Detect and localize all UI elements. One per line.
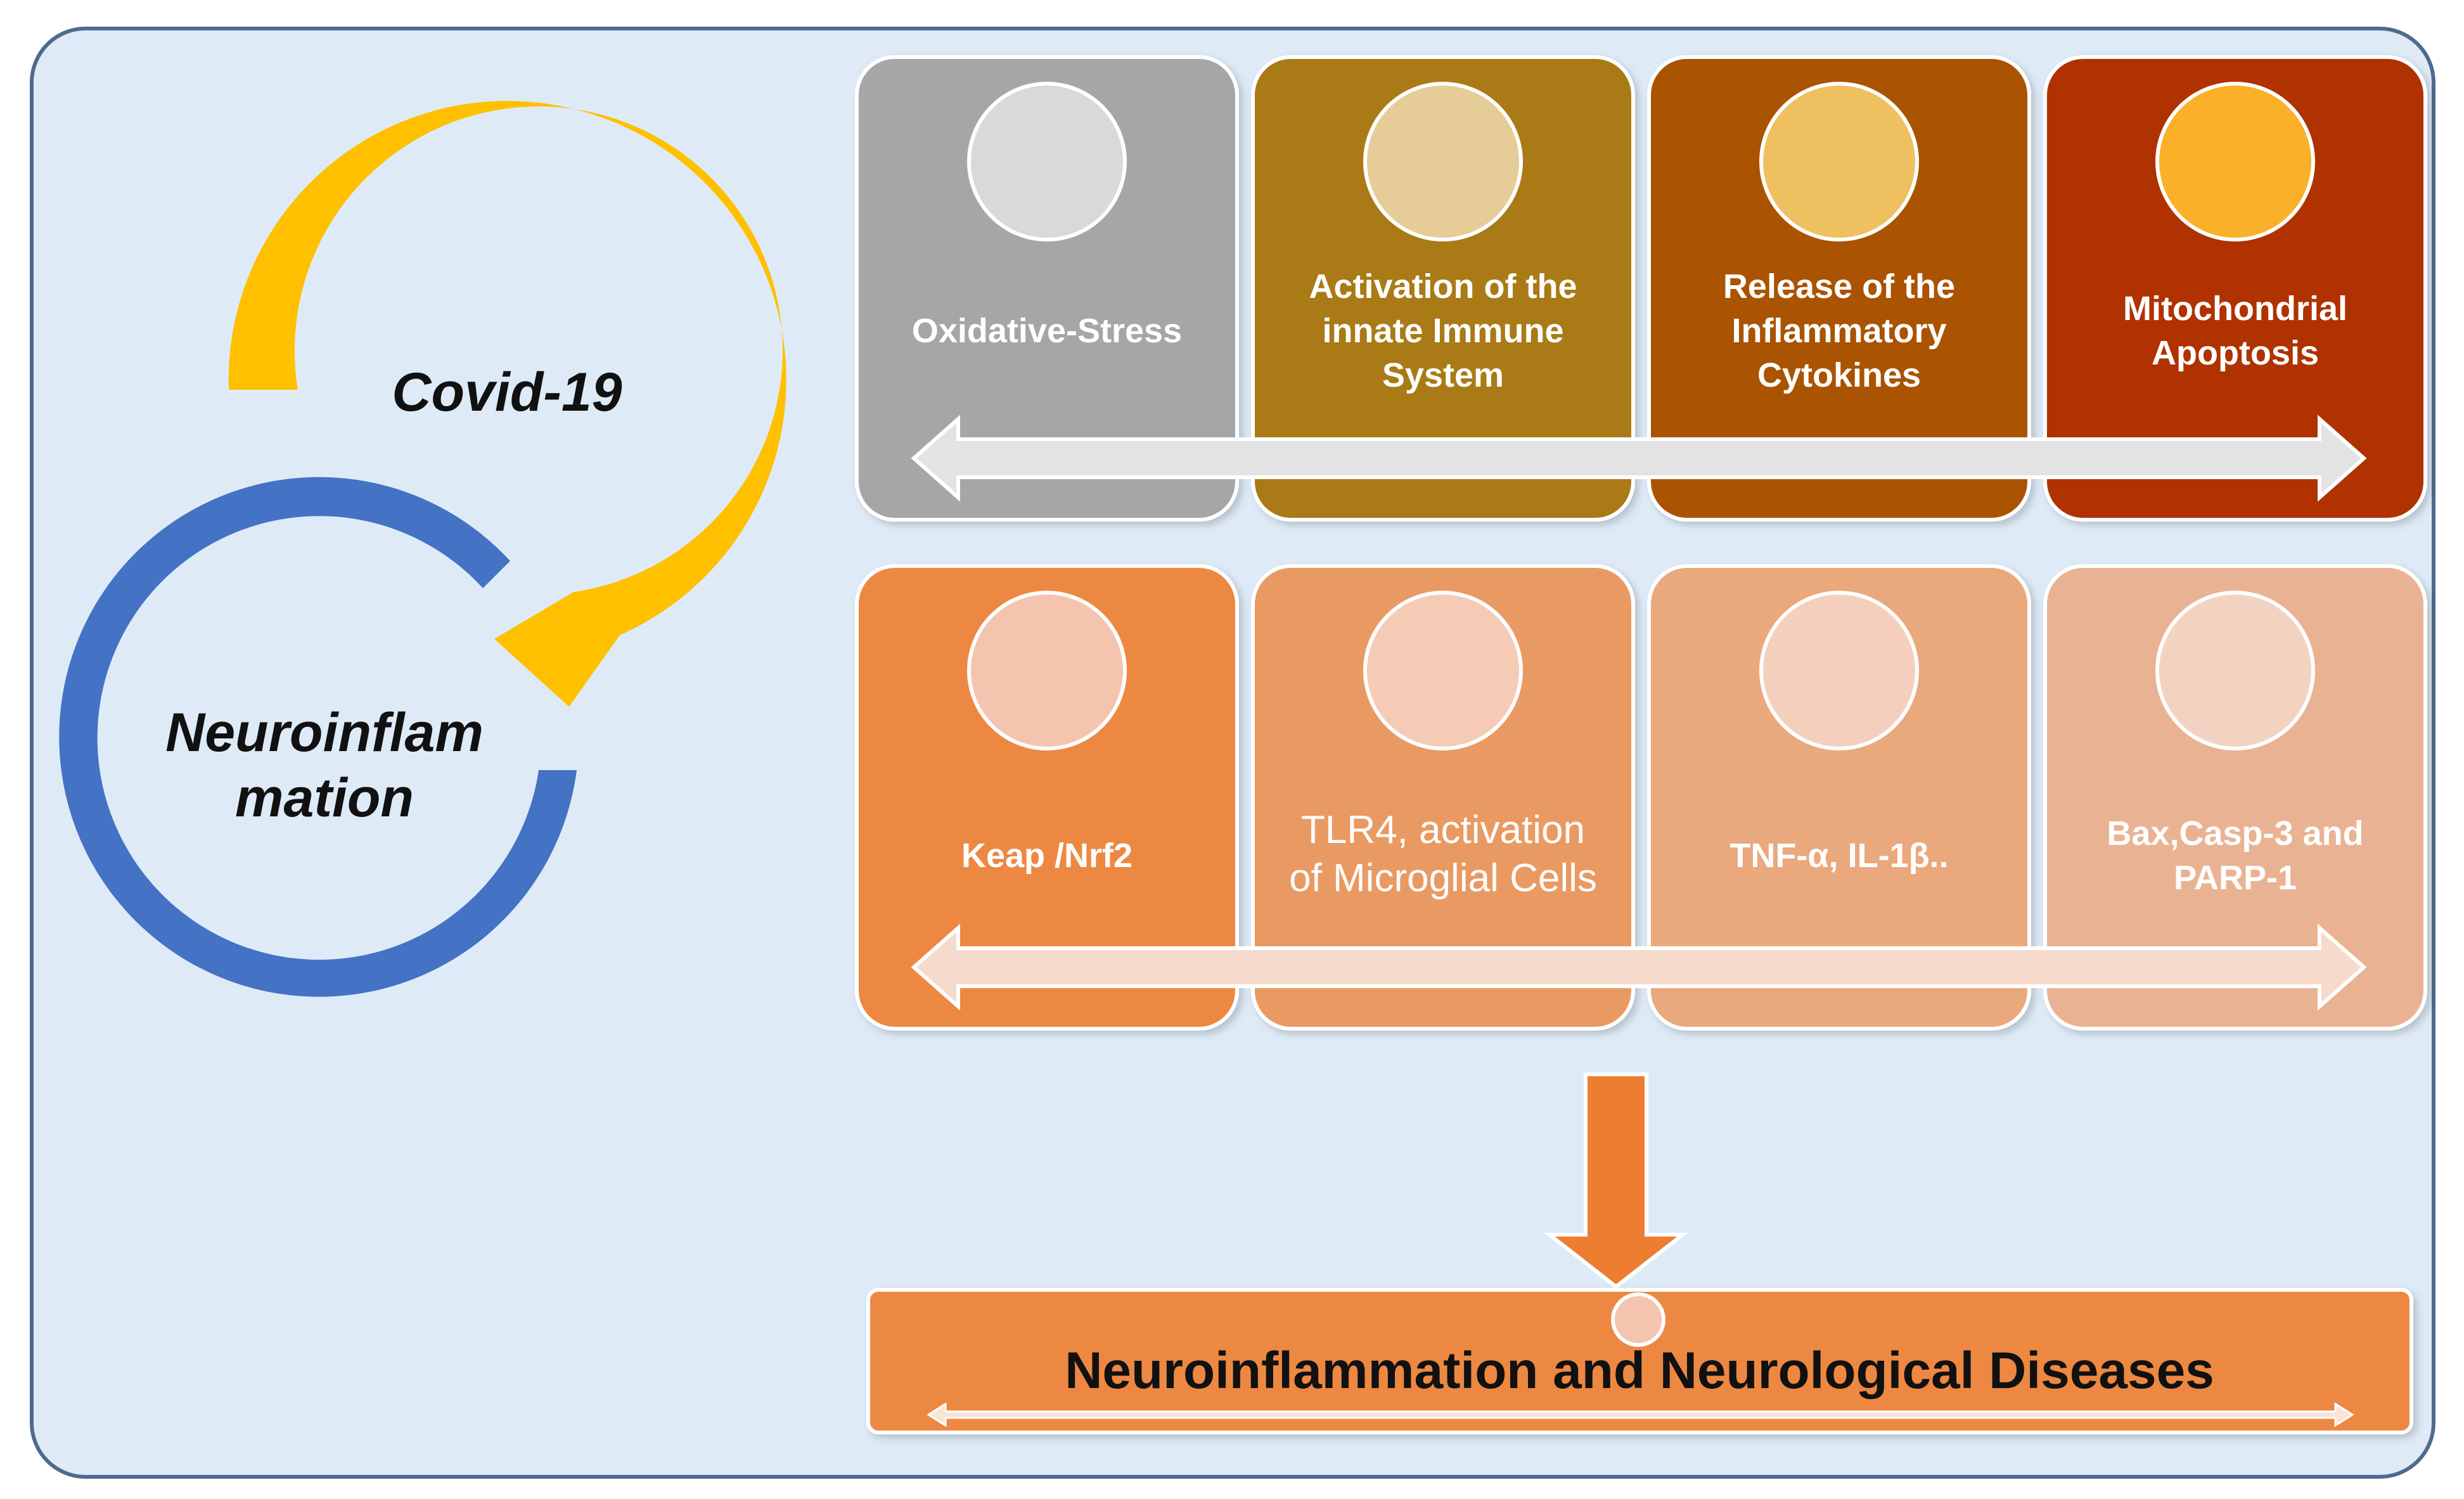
neuroinflammation-label-line-1: Neuroinflam <box>165 702 484 763</box>
bottom-row-card-2-label-line-2: of Microglial Cells <box>1289 856 1597 900</box>
top-row-card-1: Oxidative-Stress <box>855 55 1239 522</box>
bottom-row-card-1-label-line-1: Keap /Nrf2 <box>961 837 1133 875</box>
top-row-card-2-label-line-3: System <box>1382 356 1504 394</box>
top-row-card-1-background <box>855 55 1239 522</box>
top-row-card-3-label-line-3: Cytokines <box>1757 356 1921 394</box>
bottom-row-card-1-circle <box>967 591 1127 750</box>
bottom-row-card-2-background <box>1251 564 1635 1031</box>
bottom-row-card-4-background <box>2043 564 2427 1031</box>
bottom-row-card-4-label-line-2: PARP-1 <box>2174 859 2297 897</box>
bottom-row-card-3: TNF-α, IL-1β.. <box>1647 564 2031 1031</box>
top-row-card-4-label-line-2: Apoptosis <box>2152 334 2319 372</box>
outcome-rect <box>866 1288 2413 1434</box>
outcome-box: Neuroinflammation and Neurological Disea… <box>866 1288 2413 1434</box>
top-row-card-1-label-line-1: Oxidative-Stress <box>912 312 1182 350</box>
top-row-card-4-background <box>2043 55 2427 522</box>
top-row-card-2-background <box>1251 55 1635 522</box>
bottom-row-card-3-background <box>1647 564 2031 1031</box>
top-row-card-3-label-line-1: Release of the <box>1723 267 1955 306</box>
top-row-card-4-label-line-1: Mitochondrial <box>2123 290 2347 328</box>
bottom-row-card-3-label-line-1: TNF-α, IL-1β.. <box>1729 837 1948 875</box>
top-row-card-2-label-line-1: Activation of the <box>1309 267 1577 306</box>
outcome-label: Neuroinflammation and Neurological Disea… <box>1065 1342 2214 1399</box>
top-row-card-3-circle <box>1759 82 1919 241</box>
bottom-row-card-4-circle <box>2155 591 2315 750</box>
top-row-card-1-circle <box>967 82 1127 241</box>
top-row-double-arrow <box>911 415 2367 502</box>
neuroinflammation-label-line-2: mation <box>235 768 414 828</box>
down-arrow <box>1544 1072 1688 1289</box>
top-row-card-2-circle <box>1363 82 1523 241</box>
top-row-card-3-background <box>1647 55 2031 522</box>
bottom-row-card-1-background <box>855 564 1239 1031</box>
bottom-row-double-arrow <box>911 923 2367 1011</box>
top-row-card-4-circle <box>2155 82 2315 241</box>
top-row-card-3-label-line-2: Inflammatory <box>1731 312 1946 350</box>
covid-neuroinflammation-cycle: Covid-19 Neuroinflam mation <box>59 101 786 997</box>
top-row-cards: Oxidative-Stress Activation of the innate … <box>855 55 2427 522</box>
bottom-row-card-1: Keap /Nrf2 <box>855 564 1239 1031</box>
outcome-circle <box>1611 1292 1665 1347</box>
covid-19-label: Covid-19 <box>392 362 622 423</box>
bottom-row-card-2-circle <box>1363 591 1523 750</box>
outcome-double-arrow <box>927 1402 2354 1427</box>
top-row-card-2-label-line-2: innate Immune <box>1322 312 1563 350</box>
bottom-row-card-4-label-line-1: Bax,Casp-3 and <box>2107 814 2363 852</box>
bottom-row-card-2-label-line-1: TLR4, activation <box>1301 808 1585 852</box>
bottom-row-card-3-circle <box>1759 591 1919 750</box>
